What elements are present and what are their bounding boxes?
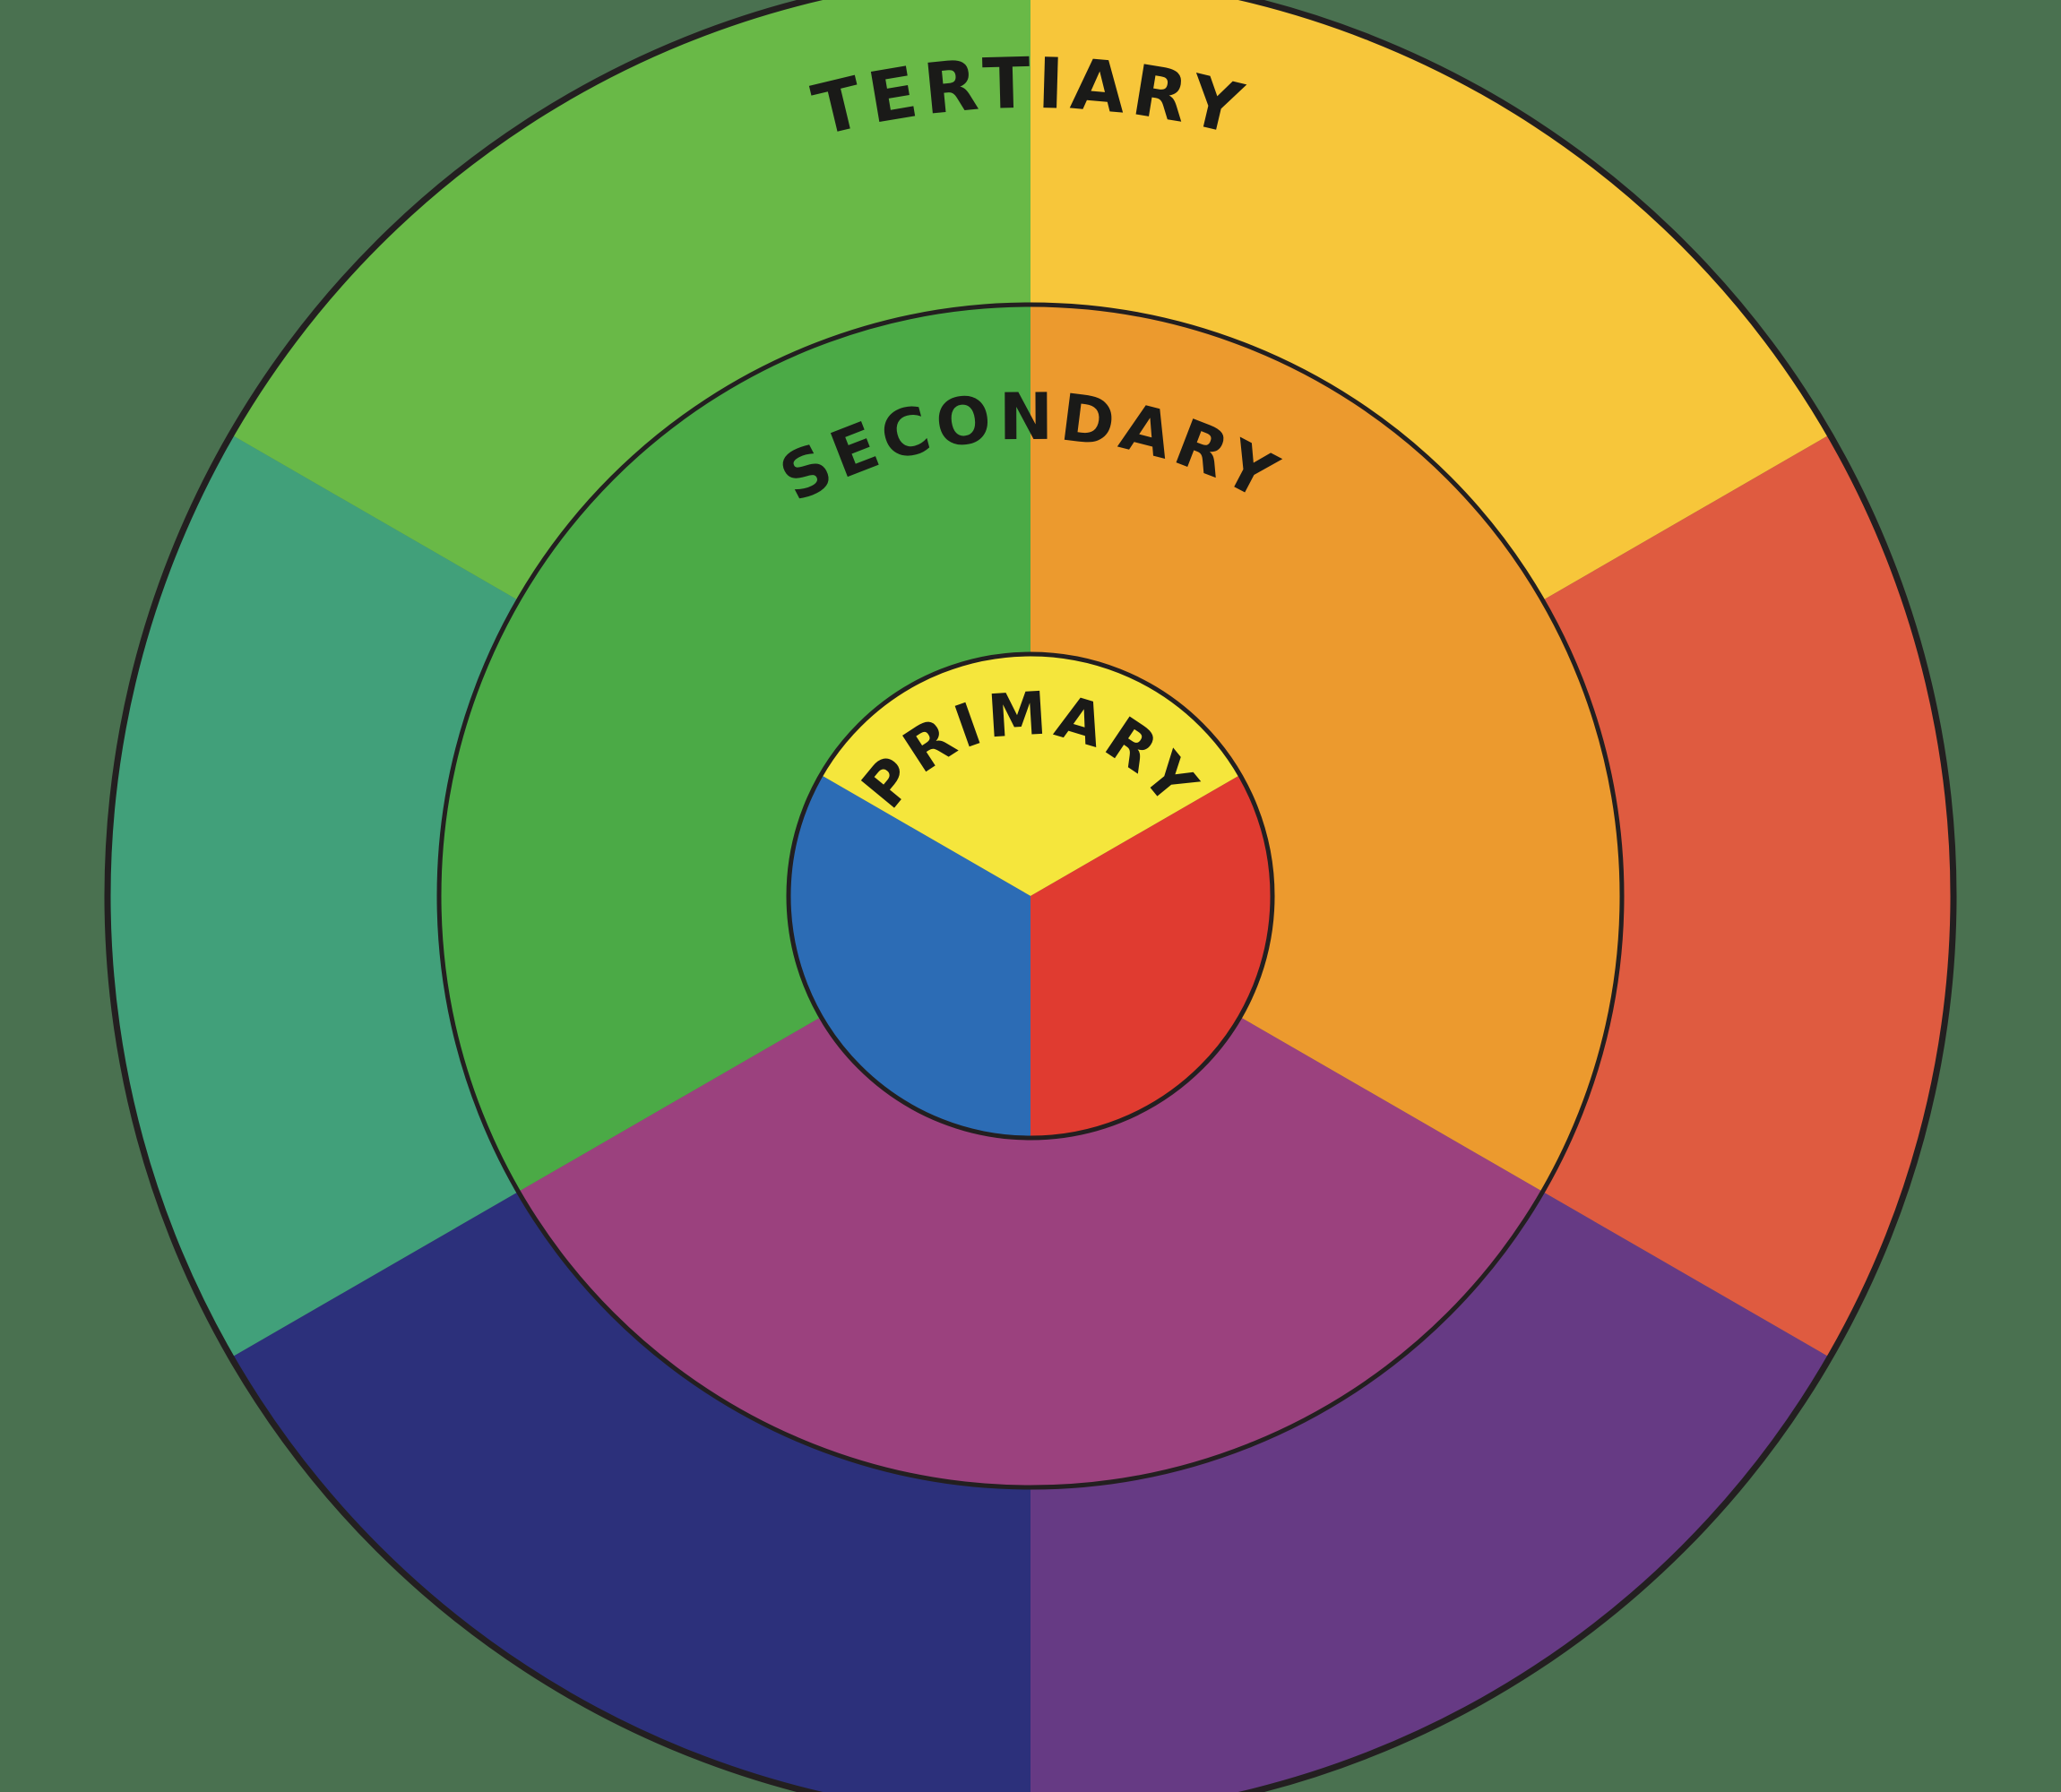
wheel-slice-blue bbox=[788, 775, 1030, 1138]
wheel-slice-blue-violet bbox=[230, 1192, 1030, 1792]
wheel-slice-blue-green bbox=[108, 435, 519, 1357]
ring-outline-primary bbox=[786, 651, 1275, 1141]
wheel-slice-orange bbox=[1030, 305, 1622, 1192]
wheel-slice-magenta bbox=[518, 1017, 1543, 1487]
ring-secondary bbox=[438, 305, 1622, 1487]
wheel-slice-red bbox=[1030, 775, 1272, 1138]
wheel-slice-yellow-orange bbox=[1030, 0, 1831, 600]
wheel-slice-yellow-green bbox=[230, 0, 1030, 600]
ring-primary bbox=[788, 654, 1272, 1138]
wheel-slice-red-violet bbox=[1030, 1192, 1831, 1792]
ring-outlines bbox=[104, 0, 1957, 1792]
wheel-slice-green bbox=[438, 305, 1030, 1192]
wheel-slice-red-orange bbox=[1542, 435, 1953, 1357]
ring-outline-tertiary bbox=[104, 0, 1957, 1792]
ring-tertiary bbox=[108, 0, 1953, 1792]
ring-outline-secondary bbox=[436, 302, 1625, 1490]
